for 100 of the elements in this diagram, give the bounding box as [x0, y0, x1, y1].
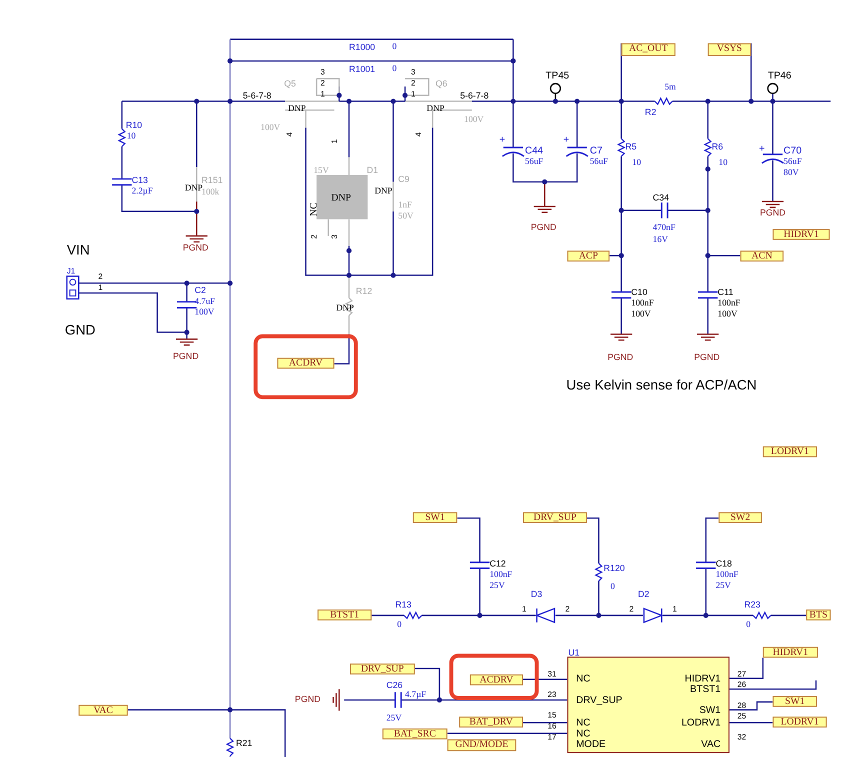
- net-label: SW1: [772, 696, 817, 707]
- component-label: C9: [398, 175, 410, 184]
- pin-name: NC: [576, 718, 590, 728]
- component-label: C11: [718, 288, 734, 297]
- net-label: ACDRV: [277, 358, 334, 369]
- dnp-mark: DNP: [288, 104, 306, 114]
- ground-label: PGND: [294, 695, 320, 704]
- component-value: 4.7µF: [405, 690, 426, 699]
- component-value: 0: [746, 620, 751, 630]
- component-value: 0: [392, 42, 397, 52]
- polarity-mark: +: [563, 136, 570, 146]
- component-value: 100V: [194, 308, 214, 317]
- component-value: 15V: [314, 166, 329, 175]
- pin-name: NC: [576, 674, 590, 684]
- net-label: DRV_SUP: [350, 664, 415, 674]
- test-point-label: TP46: [768, 72, 792, 82]
- ground-label: PGND: [173, 352, 199, 361]
- net-label: BAT_SRC: [382, 728, 448, 740]
- component-label: C7: [590, 146, 602, 156]
- net-label: DRV_SUP: [523, 512, 587, 524]
- component-value: 4.7uF: [194, 296, 216, 306]
- pin-name: NC: [576, 729, 590, 740]
- net-label: SW2: [718, 512, 762, 524]
- net-label: ACP: [567, 250, 610, 262]
- component-label: R21: [236, 739, 252, 748]
- component-value: 100V: [260, 122, 280, 132]
- net-label: VSYS: [708, 43, 752, 56]
- wire: [729, 722, 773, 724]
- wire: [523, 678, 568, 680]
- component-value: 16V: [652, 234, 668, 244]
- net-label: LODRV1: [772, 716, 827, 728]
- dnp-mark: DNP: [184, 184, 203, 193]
- component-label: R12: [356, 287, 372, 296]
- component-label: R2: [644, 108, 656, 117]
- component-value: 470nF: [652, 223, 676, 232]
- net-label: BAT_DRV: [459, 716, 524, 728]
- component-value: 0: [610, 582, 615, 591]
- component-label: C70: [784, 146, 802, 156]
- component-value: 100V: [718, 310, 738, 319]
- component-value: 25V: [386, 714, 402, 723]
- component-value: 100nF: [490, 570, 512, 580]
- dnp-mark: DNP: [426, 104, 444, 114]
- wire: [414, 668, 568, 701]
- component-label: Q6: [436, 80, 448, 88]
- ground-label: PGND: [608, 352, 634, 362]
- component-label: C18: [716, 559, 732, 568]
- pin-name: MODE: [576, 740, 606, 750]
- component-label: R6: [712, 142, 724, 152]
- net-label: AC_OUT: [621, 43, 676, 56]
- component-label: C10: [631, 288, 648, 297]
- pin-name: HIDRV1: [684, 674, 721, 684]
- component-value: 100nF: [718, 298, 740, 308]
- pin-name: BTST1: [690, 685, 721, 696]
- pin-name: LODRV1: [681, 718, 721, 728]
- component-value: 2.2µF: [132, 186, 153, 196]
- component-value: 56uF: [590, 157, 608, 166]
- dnp-mark: DNP: [374, 186, 392, 196]
- net-label: SW1: [412, 512, 458, 524]
- polarity-mark: +: [499, 136, 506, 146]
- ground-label: PGND: [182, 244, 208, 253]
- ground-label: PGND: [760, 208, 786, 218]
- component-value: 0: [397, 620, 402, 630]
- component-label: D2: [638, 590, 650, 599]
- component-label: C12: [490, 559, 506, 568]
- component-value: 100V: [631, 310, 651, 319]
- net-label: ACDRV: [470, 674, 524, 686]
- design-note: Use Kelvin sense for ACP/ACN: [566, 378, 757, 392]
- component-label: C2: [194, 286, 206, 295]
- component-value: 25V: [490, 581, 505, 590]
- net-label: GND/MODE: [447, 739, 516, 752]
- component-label: D3: [530, 590, 542, 599]
- wire: [729, 658, 764, 679]
- net-label: ACN: [740, 250, 784, 262]
- component-label: C34: [652, 194, 670, 203]
- net-label: BTST1: [318, 610, 372, 620]
- dnp-mark: DNP: [331, 194, 351, 204]
- component-label: R23: [744, 600, 760, 610]
- pin-number: 5-6-7-8: [460, 91, 489, 100]
- component-value: 56uF: [524, 157, 544, 166]
- component-label: R151: [202, 176, 223, 185]
- component-label: C44: [524, 146, 544, 156]
- ground-label: PGND: [530, 223, 556, 232]
- component-label: R120: [604, 564, 625, 574]
- net-label: HIDRV1: [772, 229, 830, 240]
- net-label: HIDRV1: [762, 646, 818, 658]
- highlight-frame: [254, 334, 358, 400]
- wire: [729, 701, 773, 710]
- dnp-mark: DNP: [336, 304, 354, 313]
- component-value: 100nF: [716, 570, 738, 580]
- component-value: 50V: [398, 211, 414, 220]
- connector-label: GND: [64, 322, 96, 336]
- pin-name: DRV_SUP: [576, 696, 622, 706]
- component-value: 10: [632, 158, 641, 168]
- component-value: 100nF: [631, 298, 654, 308]
- dnp-mark: NC: [310, 202, 320, 216]
- wire: [523, 722, 568, 724]
- component-label: D1: [366, 166, 378, 175]
- ic-box: [567, 656, 730, 754]
- component-value: 100V: [464, 115, 484, 124]
- component-value: 5m: [664, 82, 676, 92]
